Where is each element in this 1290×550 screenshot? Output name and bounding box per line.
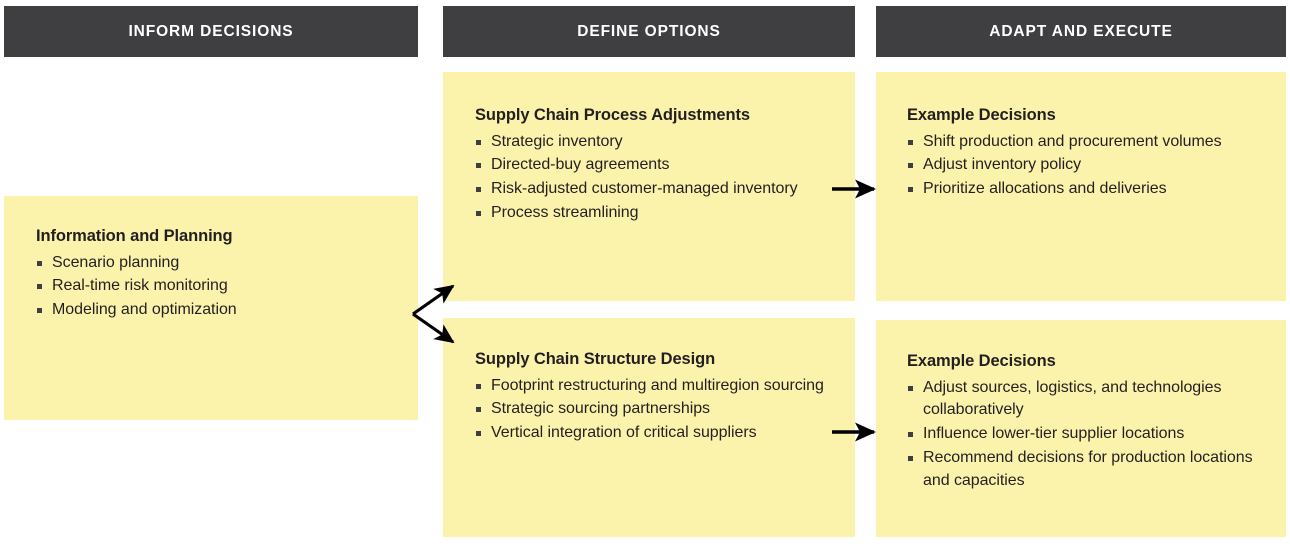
card-title: Supply Chain Process Adjustments bbox=[475, 106, 750, 124]
card-body: Example Decisions Adjust sources, logist… bbox=[907, 351, 1270, 493]
card-body: Example Decisions Shift production and p… bbox=[907, 105, 1270, 202]
list-item: Risk-adjusted customer-managed inventory bbox=[475, 178, 825, 201]
column-header-label: DEFINE OPTIONS bbox=[577, 22, 721, 40]
card-body: Supply Chain Process Adjustments Strateg… bbox=[475, 105, 825, 226]
list-item: Strategic sourcing partnerships bbox=[475, 398, 841, 421]
list-item: Adjust inventory policy bbox=[907, 154, 1270, 177]
column-header-define-options: DEFINE OPTIONS bbox=[443, 6, 855, 57]
card-title: Information and Planning bbox=[36, 227, 233, 245]
list-item: Strategic inventory bbox=[475, 131, 825, 154]
bullet-list: Shift production and procurement volumes… bbox=[907, 131, 1270, 201]
list-item: Recommend decisions for production locat… bbox=[907, 447, 1270, 492]
bullet-list: Strategic inventory Directed-buy agreeme… bbox=[475, 131, 825, 225]
column-header-label: ADAPT AND EXECUTE bbox=[989, 22, 1173, 40]
card-body: Information and Planning Scenario planni… bbox=[36, 226, 400, 323]
list-item: Shift production and procurement volumes bbox=[907, 131, 1270, 154]
arrow-right-icon bbox=[832, 179, 877, 199]
card-supply-chain-process-adjustments: Supply Chain Process Adjustments Strateg… bbox=[443, 72, 855, 301]
list-item: Real-time risk monitoring bbox=[36, 275, 400, 298]
card-information-and-planning: Information and Planning Scenario planni… bbox=[4, 196, 418, 420]
card-title: Supply Chain Structure Design bbox=[475, 350, 716, 368]
card-title: Example Decisions bbox=[907, 352, 1056, 370]
card-example-decisions-structure: Example Decisions Adjust sources, logist… bbox=[876, 320, 1286, 537]
list-item: Process streamlining bbox=[475, 202, 825, 225]
bullet-list: Scenario planning Real-time risk monitor… bbox=[36, 252, 400, 322]
card-title: Example Decisions bbox=[907, 106, 1056, 124]
bullet-list: Adjust sources, logistics, and technolog… bbox=[907, 377, 1270, 493]
branching-arrow-icon bbox=[412, 284, 455, 344]
card-example-decisions-process: Example Decisions Shift production and p… bbox=[876, 72, 1286, 301]
list-item: Directed-buy agreements bbox=[475, 154, 825, 177]
list-item: Influence lower-tier supplier locations bbox=[907, 423, 1270, 446]
list-item: Scenario planning bbox=[36, 252, 400, 275]
list-item: Vertical integration of critical supplie… bbox=[475, 422, 841, 445]
column-header-inform-decisions: INFORM DECISIONS bbox=[4, 6, 418, 57]
column-header-adapt-and-execute: ADAPT AND EXECUTE bbox=[876, 6, 1286, 57]
bullet-list: Footprint restructuring and multiregion … bbox=[475, 375, 841, 445]
card-body: Supply Chain Structure Design Footprint … bbox=[475, 349, 841, 446]
list-item: Modeling and optimization bbox=[36, 299, 400, 322]
card-supply-chain-structure-design: Supply Chain Structure Design Footprint … bbox=[443, 318, 855, 537]
list-item: Footprint restructuring and multiregion … bbox=[475, 375, 841, 398]
arrow-right-icon bbox=[832, 422, 877, 442]
list-item: Prioritize allocations and deliveries bbox=[907, 178, 1270, 201]
column-header-label: INFORM DECISIONS bbox=[128, 22, 294, 40]
list-item: Adjust sources, logistics, and technolog… bbox=[907, 377, 1270, 422]
